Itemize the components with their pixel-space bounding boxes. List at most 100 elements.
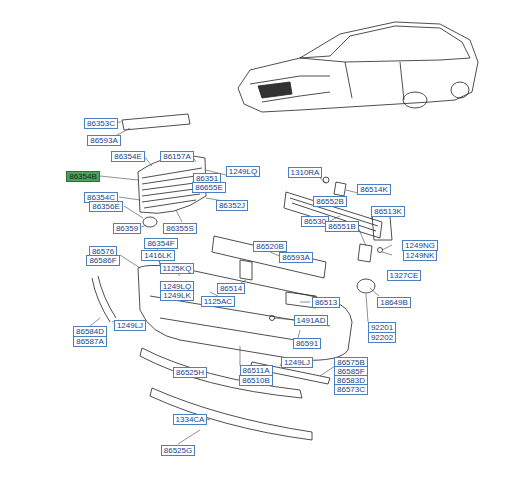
callout-number: 86352J bbox=[219, 201, 245, 210]
callout-number: 1310RA bbox=[291, 168, 320, 177]
callout-number: 1249LJ bbox=[284, 358, 310, 367]
part-number-box: 86586F bbox=[86, 255, 119, 266]
part-number-box: 1327CE bbox=[387, 270, 422, 281]
callout-number: 86584D bbox=[76, 327, 104, 336]
part-number-box: 18649B bbox=[377, 297, 411, 308]
wheel bbox=[403, 92, 427, 108]
part-number-box: 86355S bbox=[163, 223, 197, 234]
part-number-box: 86513 bbox=[312, 297, 340, 308]
part-number-box: 86551B bbox=[325, 221, 359, 232]
callout-number: 86354E bbox=[114, 152, 142, 161]
part-number-box: 86525G bbox=[161, 445, 195, 456]
callout-number: 86354B bbox=[69, 172, 97, 181]
part-number-box: 86552B bbox=[313, 196, 347, 207]
part-number-box: 86513K bbox=[371, 206, 405, 217]
callout-number: 86573C bbox=[337, 385, 365, 394]
grille-bar bbox=[122, 114, 190, 130]
part-number-box: 86573C bbox=[334, 384, 368, 395]
part-number-box: 86593A bbox=[279, 252, 313, 263]
callout-number: 1249NK bbox=[406, 251, 435, 260]
callout-number: 1327CE bbox=[390, 271, 419, 280]
part-number-box: 1249LJ bbox=[281, 357, 313, 368]
callout-number: 18649B bbox=[380, 298, 408, 307]
leader-lines bbox=[90, 122, 394, 444]
callout-number: 86510B bbox=[242, 376, 270, 385]
part-number-box: 1491AD bbox=[294, 315, 329, 326]
part-number-box: 86352J bbox=[216, 200, 248, 211]
bumper-cover bbox=[138, 265, 352, 360]
part-number-box: 1310RA bbox=[288, 167, 323, 178]
callout-number: 86356E bbox=[92, 202, 120, 211]
callout-number: 1249LK bbox=[163, 291, 191, 300]
part-number-box: 92202 bbox=[368, 332, 396, 343]
callout-number: 86514 bbox=[220, 284, 242, 293]
callout-number: 86525G bbox=[164, 446, 192, 455]
callout-number: 86513K bbox=[374, 207, 402, 216]
callout-number: 86593A bbox=[282, 253, 310, 262]
part-number-box: 86354F bbox=[144, 238, 177, 249]
part-number-box: 86359 bbox=[113, 223, 141, 234]
car-grille bbox=[258, 82, 292, 98]
part-number-box: 86655E bbox=[192, 182, 226, 193]
part-number-box: 86354B bbox=[66, 171, 100, 182]
screw bbox=[323, 177, 329, 183]
callout-number: 86354F bbox=[147, 239, 174, 248]
callout-number: 1249LQ bbox=[229, 167, 257, 176]
part-number-box: 1416LK bbox=[141, 250, 175, 261]
part-number-box: 86514K bbox=[357, 184, 391, 195]
part-number-box: 1334CA bbox=[173, 414, 208, 425]
part-number-box: 1249LJ bbox=[114, 320, 146, 331]
part-number-box: 86520B bbox=[253, 241, 287, 252]
part-number-box: 1125AC bbox=[201, 296, 235, 307]
callout-number: 86551B bbox=[328, 222, 356, 231]
car-body bbox=[238, 22, 478, 112]
bracket-86514 bbox=[240, 260, 252, 280]
callout-number: 86655E bbox=[195, 183, 223, 192]
callout-number: 86552B bbox=[316, 197, 344, 206]
clip bbox=[270, 316, 275, 321]
part-number-box: 86593A bbox=[87, 135, 121, 146]
bumper-beam bbox=[284, 192, 382, 238]
callout-number: 86514K bbox=[360, 185, 388, 194]
part-number-box: 86157A bbox=[160, 151, 194, 162]
callout-number: 86530 bbox=[304, 217, 326, 226]
part-number-box: 86591 bbox=[293, 338, 321, 349]
callout-number: 86593A bbox=[90, 136, 118, 145]
callout-number: 1334CA bbox=[176, 415, 205, 424]
callout-number: 86355S bbox=[166, 224, 194, 233]
callout-number: 86587A bbox=[76, 337, 104, 346]
lower-lip bbox=[140, 348, 302, 398]
callout-number: 1125AC bbox=[204, 297, 232, 306]
callout-number: 86359 bbox=[116, 224, 138, 233]
callout-number: 86511A bbox=[243, 366, 270, 375]
wheel bbox=[451, 82, 469, 98]
callout-number: 92201 bbox=[371, 323, 393, 332]
part-number-box: 86353C bbox=[84, 118, 118, 129]
callout-number: 1125KQ bbox=[163, 264, 192, 273]
callout-number: 1249LJ bbox=[117, 321, 143, 330]
part-number-box: 86525H bbox=[173, 367, 207, 378]
callout-number: 86586F bbox=[89, 256, 116, 265]
part-number-box: 1249NK bbox=[403, 250, 438, 261]
callout-number: 86525H bbox=[176, 368, 204, 377]
part-number-box: 1249LK bbox=[160, 290, 194, 301]
side-strip bbox=[92, 276, 116, 322]
callout-number: 92202 bbox=[371, 333, 393, 342]
callout-number: 86591 bbox=[296, 339, 318, 348]
callout-number: 86353C bbox=[87, 119, 115, 128]
fog-lamp bbox=[357, 279, 375, 293]
part-number-box: 86354E bbox=[111, 151, 145, 162]
part-number-box: 86587A bbox=[73, 336, 107, 347]
callout-number: 1249NG bbox=[405, 241, 435, 250]
beam-stay bbox=[372, 214, 392, 240]
callout-number: 1491AD bbox=[297, 316, 326, 325]
energy-absorber bbox=[212, 236, 326, 278]
bolt bbox=[378, 248, 383, 253]
part-number-box: 86356E bbox=[89, 201, 123, 212]
lower-spoiler bbox=[150, 388, 312, 440]
part-number-box: 86510B bbox=[239, 375, 273, 386]
part-number-box: 86514 bbox=[217, 283, 245, 294]
car-roof bbox=[300, 26, 470, 62]
callout-number: 86513 bbox=[315, 298, 337, 307]
part-number-box: 1249LQ bbox=[226, 166, 260, 177]
